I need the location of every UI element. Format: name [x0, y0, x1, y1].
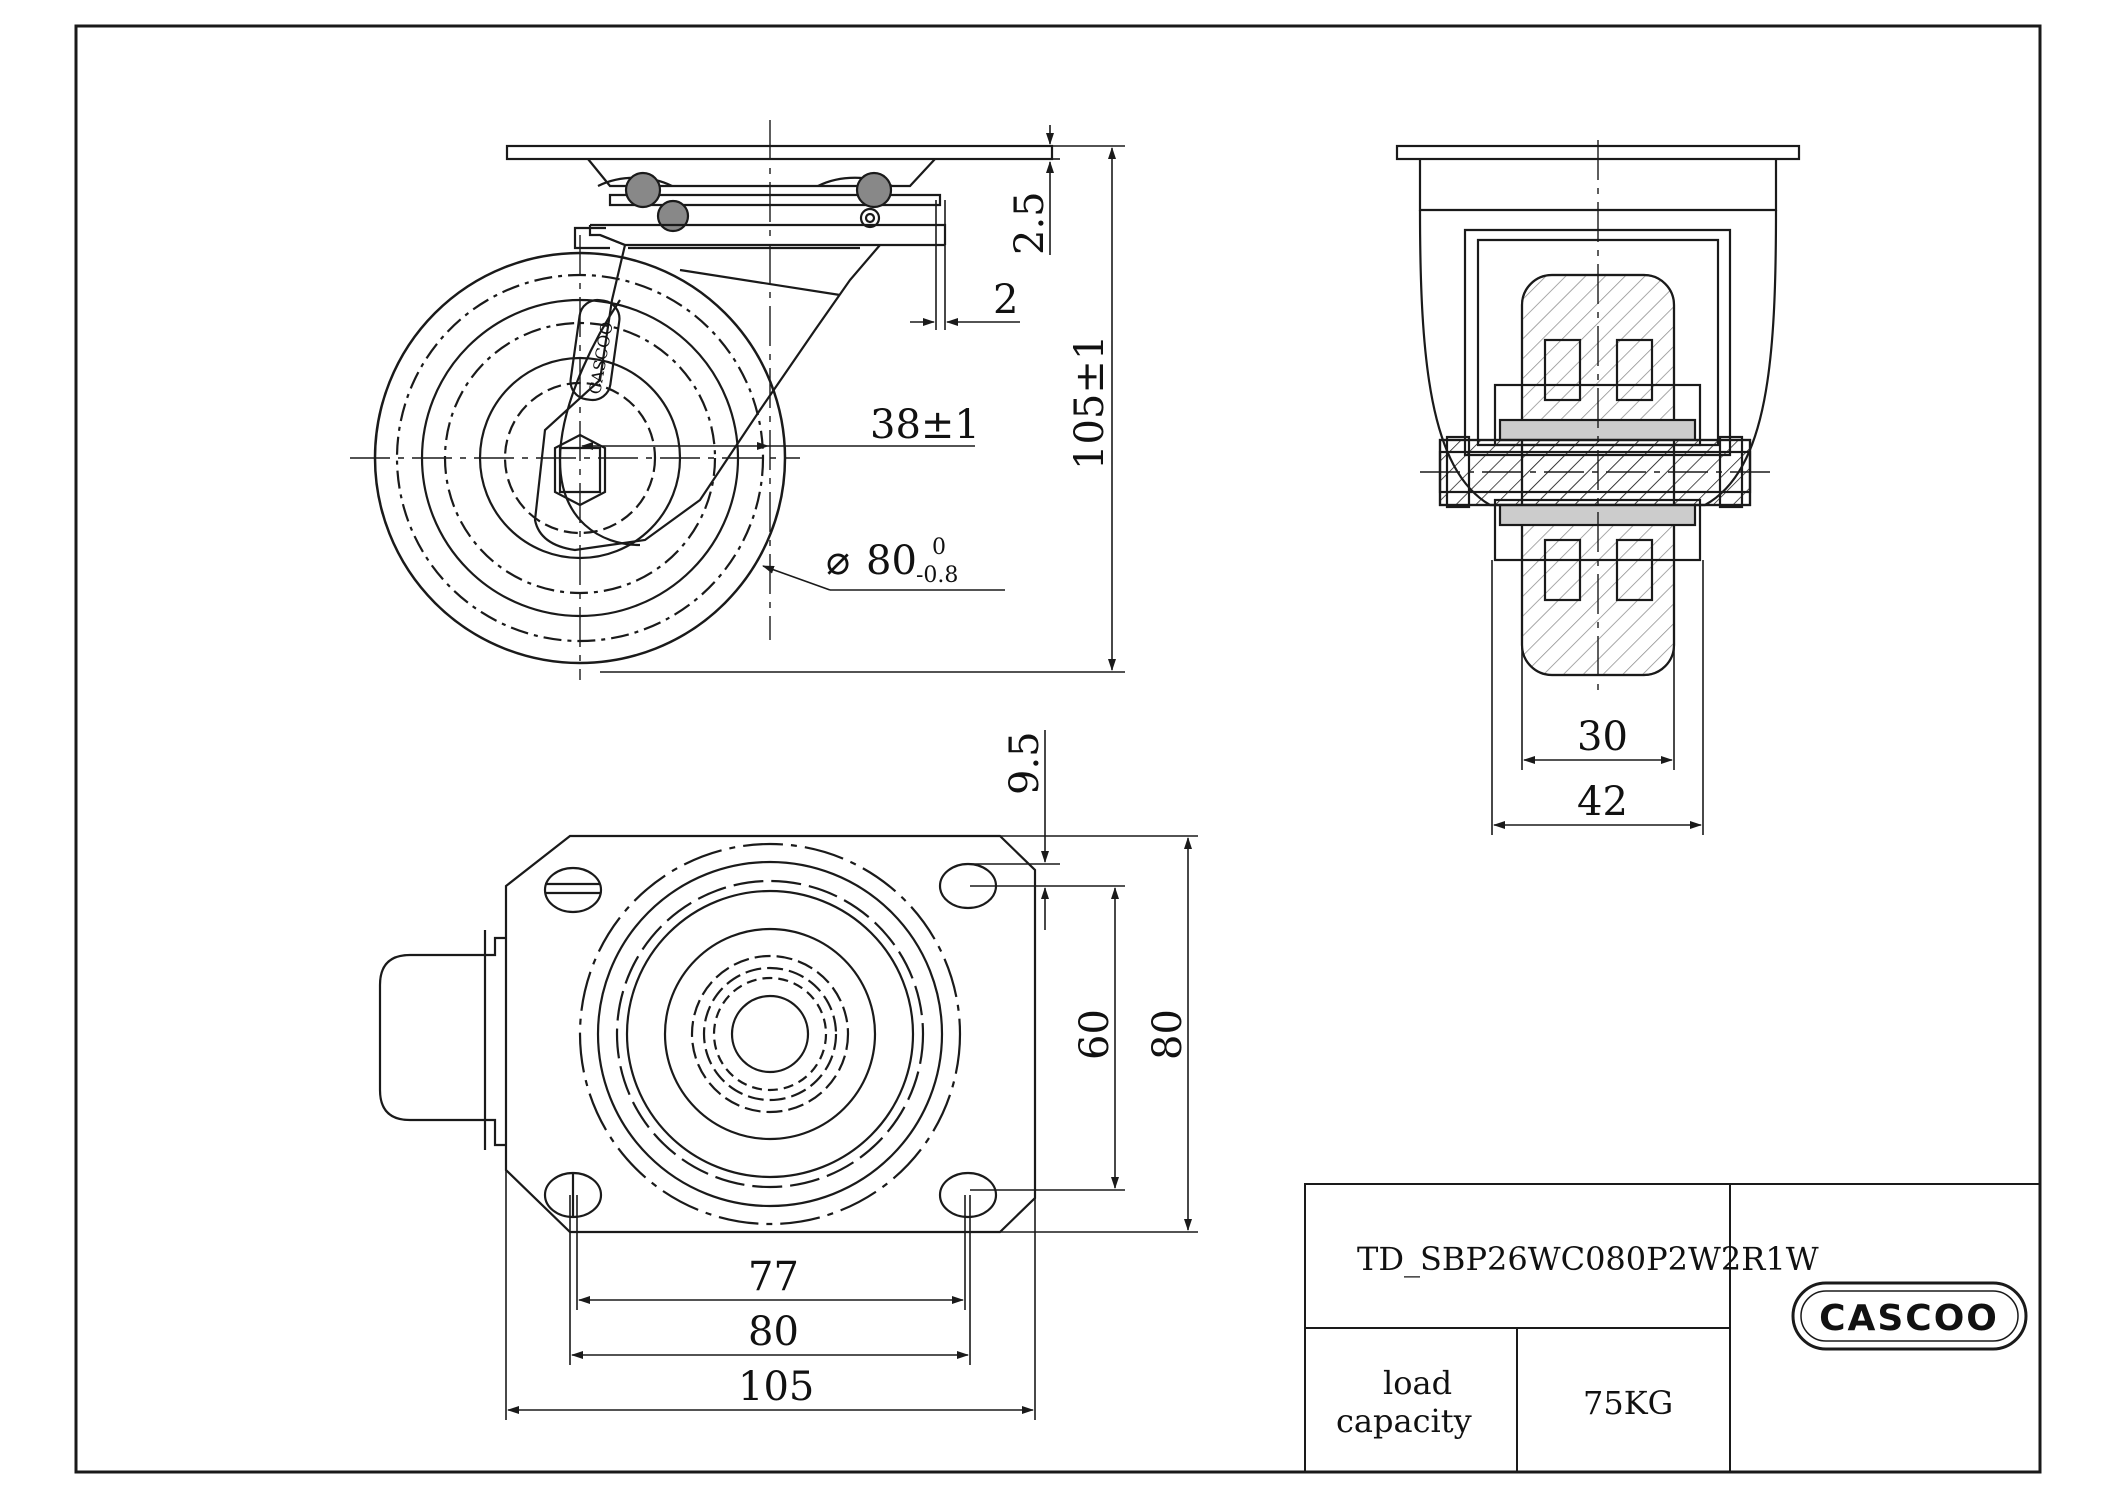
- dim-wheel-tol-lower: -0.8: [916, 563, 958, 588]
- dim-plate-length: 80: [1145, 1009, 1191, 1060]
- title-block: [1304, 1183, 2041, 1473]
- top-view: [378, 834, 1037, 1234]
- dim-fork-width: 42: [1577, 779, 1628, 825]
- front-view-dimensions: [1491, 560, 1704, 835]
- dim-hole-offset: 9.5: [1002, 731, 1048, 795]
- dim-bracket-offset: 2: [993, 277, 1018, 323]
- load-capacity-value: 75KG: [1583, 1384, 1673, 1422]
- side-view: [350, 120, 1054, 680]
- front-view: [1395, 140, 1801, 690]
- dim-wheel-diameter-symbol: ⌀: [826, 538, 850, 584]
- drawing-border: [74, 24, 2042, 1474]
- dim-hole-spacing-y: 60: [1072, 1009, 1118, 1060]
- dim-swivel-offset: 38±1: [870, 402, 980, 448]
- brand-logo-text: CASCOO: [1819, 1298, 1999, 1339]
- top-view-dimensions: [505, 730, 1198, 1420]
- dim-overall-height: 105±1: [1067, 335, 1113, 470]
- load-capacity-label-1: load: [1383, 1364, 1452, 1402]
- dim-hole-spacing-x1: 77: [748, 1254, 799, 1300]
- casco-wheel-logo: CASCOO: [1791, 1281, 2028, 1351]
- dim-plate-width: 105: [738, 1364, 814, 1410]
- load-capacity-label-2: capacity: [1336, 1402, 1472, 1440]
- side-view-dimensions: [581, 125, 1125, 673]
- model-code: TD_SBP26WC080P2W2R1W: [1357, 1240, 1819, 1278]
- dim-wheel-diameter: 80: [866, 538, 917, 584]
- dim-hole-spacing-x2: 80: [748, 1309, 799, 1355]
- fork-logo-plate: [569, 298, 621, 402]
- dim-top-plate-thickness: 2.5: [1007, 191, 1053, 255]
- dim-wheel-tol-upper: 0: [932, 535, 946, 560]
- dim-tread-width: 30: [1577, 714, 1628, 760]
